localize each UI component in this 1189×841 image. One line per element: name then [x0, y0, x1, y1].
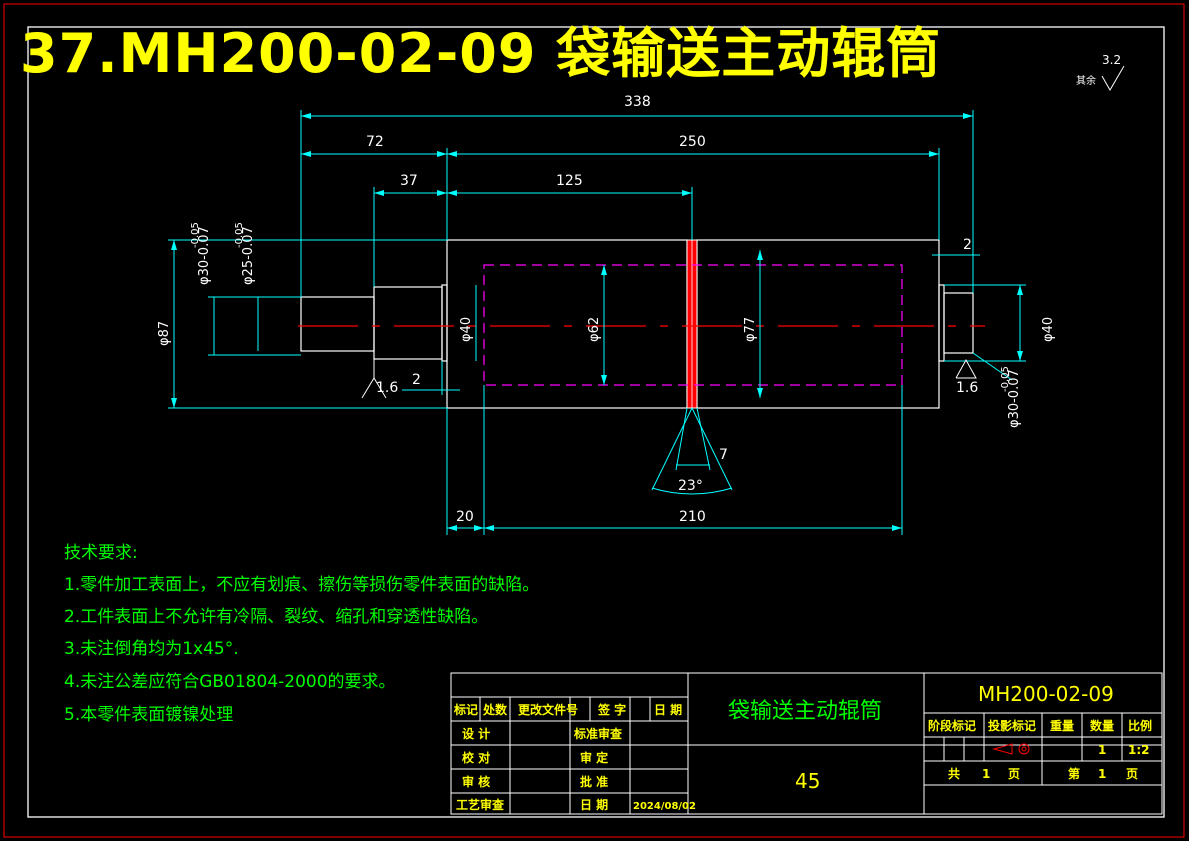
tb-header-change: 更改文件号	[518, 702, 578, 717]
roller-outline	[300, 239, 974, 409]
hidden-bore	[483, 264, 903, 386]
svg-text:1.零件加工表面上，不应有划痕、擦伤等损伤零件表面的缺陷。: 1.零件加工表面上，不应有划痕、擦伤等损伤零件表面的缺陷。	[64, 575, 539, 595]
dim-bottom-left: 20	[456, 509, 474, 525]
dim-dia-right-30-tol: -0.05	[1000, 366, 1011, 392]
roughness-symbol-left	[361, 355, 387, 399]
dim-dia-62: φ62	[587, 317, 602, 342]
tb-qty-value: 1	[1098, 743, 1106, 757]
tb-total-label: 共	[948, 766, 960, 781]
dim-body: 250	[679, 134, 706, 150]
technical-notes: 技术要求: 1.零件加工表面上，不应有划痕、擦伤等损伤零件表面的缺陷。 2.工件…	[64, 543, 539, 725]
svg-text:4.未注公差应符合GB01804-2000的要求。: 4.未注公差应符合GB01804-2000的要求。	[64, 672, 396, 692]
dim-dia-77: φ77	[743, 317, 758, 342]
svg-text:其余: 其余	[1076, 74, 1096, 87]
tb-stage-label: 阶段标记	[928, 718, 976, 733]
title-block	[450, 672, 1163, 815]
svg-text:2.工件表面上不允许有冷隔、裂纹、缩孔和穿透性缺陷。: 2.工件表面上不允许有冷隔、裂纹、缩孔和穿透性缺陷。	[64, 607, 488, 627]
tb-part-name: 袋输送主动辊筒	[728, 699, 882, 724]
svg-text:5.本零件表面镀镍处理: 5.本零件表面镀镍处理	[64, 705, 233, 725]
tb-qty-label: 数量	[1090, 718, 1114, 733]
tb-check: 校 对	[462, 750, 490, 765]
tb-sheet-value: 1	[1098, 767, 1106, 781]
dim-dia-40-right: φ40	[1041, 317, 1056, 342]
tb-date-value: 2024/08/02	[633, 801, 696, 812]
tb-header-sign: 签 字	[597, 702, 626, 717]
tb-scale-value: 1:2	[1128, 743, 1150, 757]
dim-half: 125	[556, 173, 583, 189]
tb-sheet-unit: 页	[1126, 767, 1138, 781]
outer-frame	[3, 3, 1185, 838]
projection-icon	[992, 743, 1030, 755]
tb-sheet-label: 第	[1068, 766, 1080, 781]
tb-header-count: 处数	[482, 702, 508, 717]
dim-dia-left-25: φ25-0.07	[241, 226, 256, 285]
tb-header-date: 日 期	[654, 702, 682, 717]
dim-angle: 23°	[678, 478, 703, 494]
dim-dia-87: φ87	[157, 321, 172, 346]
dim-right-gap: 2	[963, 237, 972, 253]
dim-dia-left-25-tol: -0.05	[234, 222, 245, 248]
dim-dia-left-30: φ30-0.07	[197, 226, 212, 285]
tb-date-label: 日 期	[580, 797, 608, 812]
tb-total-unit: 页	[1008, 767, 1020, 781]
tb-review: 审 核	[462, 774, 490, 789]
tb-design: 设 计	[462, 726, 490, 741]
dim-groove: 7	[719, 447, 728, 463]
dim-shoulder: 37	[400, 173, 418, 189]
tb-scale-label: 比例	[1128, 718, 1152, 733]
tb-audit: 审 定	[580, 750, 608, 765]
roughness-symbol-right	[955, 358, 977, 379]
tb-total-value: 1	[982, 767, 990, 781]
tb-projection-label: 投影标记	[988, 718, 1036, 733]
dim-overall: 338	[624, 94, 651, 110]
dim-left-gap: 2	[412, 372, 421, 388]
svg-text:技术要求:: 技术要求:	[64, 543, 138, 563]
roughness-corner: 3.2 其余	[1076, 53, 1125, 91]
rough-left: 1.6	[376, 380, 398, 396]
tb-process: 工艺审查	[456, 797, 505, 812]
tb-std-review: 标准审查	[573, 726, 623, 741]
tb-drawing-no: MH200-02-09	[978, 682, 1114, 706]
svg-text:3.未注倒角均为1x45°.: 3.未注倒角均为1x45°.	[64, 639, 239, 659]
dim-left-shaft: 72	[366, 134, 384, 150]
tb-weight-label: 重量	[1050, 718, 1074, 733]
dim-bottom-span: 210	[679, 509, 706, 525]
tb-material: 45	[795, 769, 820, 793]
tb-header-mark: 标记	[453, 702, 478, 717]
inner-frame	[27, 26, 1165, 818]
rough-right: 1.6	[956, 380, 978, 396]
tb-approve: 批 准	[580, 774, 608, 789]
dim-dia-right-30: φ30-0.07	[1007, 369, 1022, 428]
svg-text:3.2: 3.2	[1102, 53, 1121, 67]
drawing-title: 37.MH200-02-09 袋输送主动辊筒	[20, 22, 941, 85]
dim-dia-left-30-tol: -0.05	[190, 222, 201, 248]
dim-dia-40-left: φ40	[459, 317, 474, 342]
